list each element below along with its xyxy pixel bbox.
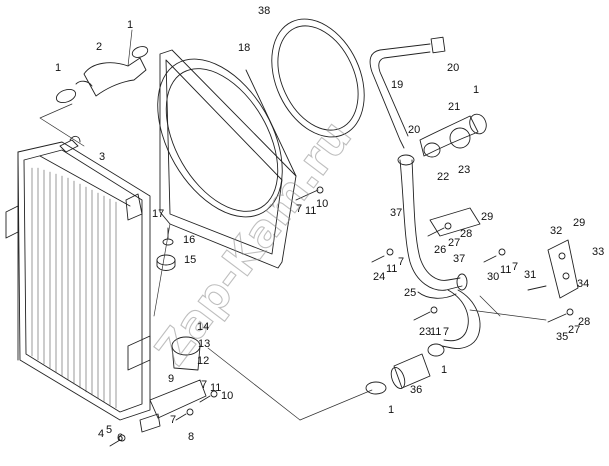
callout-c-7b: 7 xyxy=(398,256,404,268)
callout-c-11c: 11 xyxy=(500,264,511,276)
callout-c-20b: 20 xyxy=(408,124,420,136)
tank-bracket xyxy=(139,336,207,433)
fan-shroud xyxy=(157,49,297,269)
callout-c-7c: 7 xyxy=(512,261,518,273)
callout-c-35: 35 xyxy=(556,331,568,343)
callout-c-11b: 11 xyxy=(386,263,397,275)
callout-c-28b: 28 xyxy=(578,316,590,328)
callout-c-4: 4 xyxy=(98,428,104,440)
callout-c-1a: 1 xyxy=(127,19,133,31)
callout-c-25: 25 xyxy=(404,287,416,299)
callout-c-15: 15 xyxy=(184,254,196,266)
callout-c-14: 14 xyxy=(197,321,209,333)
bracket-32 xyxy=(527,239,579,299)
callout-c-38a: 38 xyxy=(258,5,270,17)
callout-c-7e: 7 xyxy=(201,379,207,391)
callout-c-8: 8 xyxy=(188,431,194,443)
lower-elbow-hose xyxy=(427,289,481,357)
callout-c-17: 17 xyxy=(152,208,164,220)
callout-c-24: 24 xyxy=(373,271,385,283)
callout-c-20a: 20 xyxy=(447,62,459,74)
callout-c-19: 19 xyxy=(391,79,403,91)
callout-c-12: 12 xyxy=(197,355,209,367)
callout-c-10b: 10 xyxy=(221,390,233,402)
callout-c-10a: 10 xyxy=(316,198,328,210)
callout-c-7a: 7 xyxy=(296,203,302,215)
callout-c-2: 2 xyxy=(96,41,102,53)
callout-c-11e: 11 xyxy=(210,382,221,394)
callout-c-7f: 7 xyxy=(170,414,176,426)
callout-c-1c: 1 xyxy=(473,84,479,96)
callout-c-3: 3 xyxy=(99,151,105,163)
callout-c-11a: 11 xyxy=(305,205,316,217)
callout-c-34: 34 xyxy=(577,278,589,290)
callout-c-23a: 23 xyxy=(458,164,470,176)
fasteners xyxy=(109,186,574,447)
callout-c-33: 33 xyxy=(592,246,604,258)
callout-c-1e: 1 xyxy=(388,404,394,416)
callout-c-13: 13 xyxy=(198,338,210,350)
callout-c-7d: 7 xyxy=(443,326,449,338)
callout-c-1d: 1 xyxy=(441,364,447,376)
callout-c-29b: 29 xyxy=(573,217,585,229)
radiator-fins xyxy=(31,167,117,409)
callout-c-28a: 28 xyxy=(460,228,472,240)
callout-c-18: 18 xyxy=(238,42,250,54)
callout-c-36: 36 xyxy=(410,384,422,396)
callout-c-27a: 27 xyxy=(448,237,460,249)
radiator-core xyxy=(5,135,151,421)
ring-38 xyxy=(271,18,365,138)
top-hose-2 xyxy=(55,46,149,104)
callout-c-22: 22 xyxy=(437,171,449,183)
callout-c-32: 32 xyxy=(550,225,562,237)
cap-15-16-17 xyxy=(156,227,176,271)
callout-c-30: 30 xyxy=(487,271,499,283)
callout-c-9: 9 xyxy=(168,373,174,385)
callout-c-31: 31 xyxy=(524,269,536,281)
callout-c-6: 6 xyxy=(117,432,123,444)
callout-c-21: 21 xyxy=(448,101,460,113)
callout-c-5: 5 xyxy=(106,424,112,436)
callout-c-37a: 37 xyxy=(390,207,402,219)
callout-c-37b: 37 xyxy=(453,253,465,265)
callout-c-27b: 27 xyxy=(568,324,580,336)
upper-pipe-19 xyxy=(369,36,487,158)
connection-lines xyxy=(39,29,547,421)
hose-25 xyxy=(397,154,481,299)
callout-c-23b: 23 xyxy=(419,326,431,338)
callout-c-26: 26 xyxy=(434,244,446,256)
callout-c-29a: 29 xyxy=(481,211,493,223)
hose-36 xyxy=(365,353,431,395)
drawing-lines xyxy=(5,18,579,447)
callout-c-1b: 1 xyxy=(55,62,61,74)
callout-c-11d: 11 xyxy=(430,326,441,338)
callout-c-16: 16 xyxy=(183,234,195,246)
